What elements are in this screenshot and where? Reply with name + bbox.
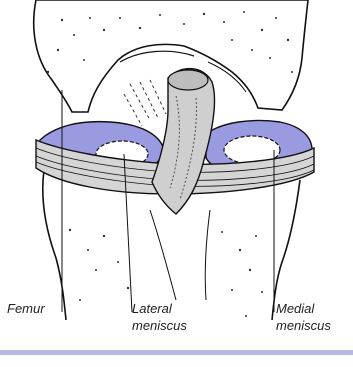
bottom-divider-bar xyxy=(0,350,353,355)
label-lateral-meniscus-line1: Lateral xyxy=(132,301,173,316)
label-medial-meniscus-line1: Medial xyxy=(276,301,315,316)
ligament-fibers xyxy=(124,80,166,126)
label-lateral-meniscus-line2: meniscus xyxy=(132,318,187,333)
label-medial-meniscus-line2: meniscus xyxy=(276,318,331,333)
label-femur: Femur xyxy=(7,301,45,316)
